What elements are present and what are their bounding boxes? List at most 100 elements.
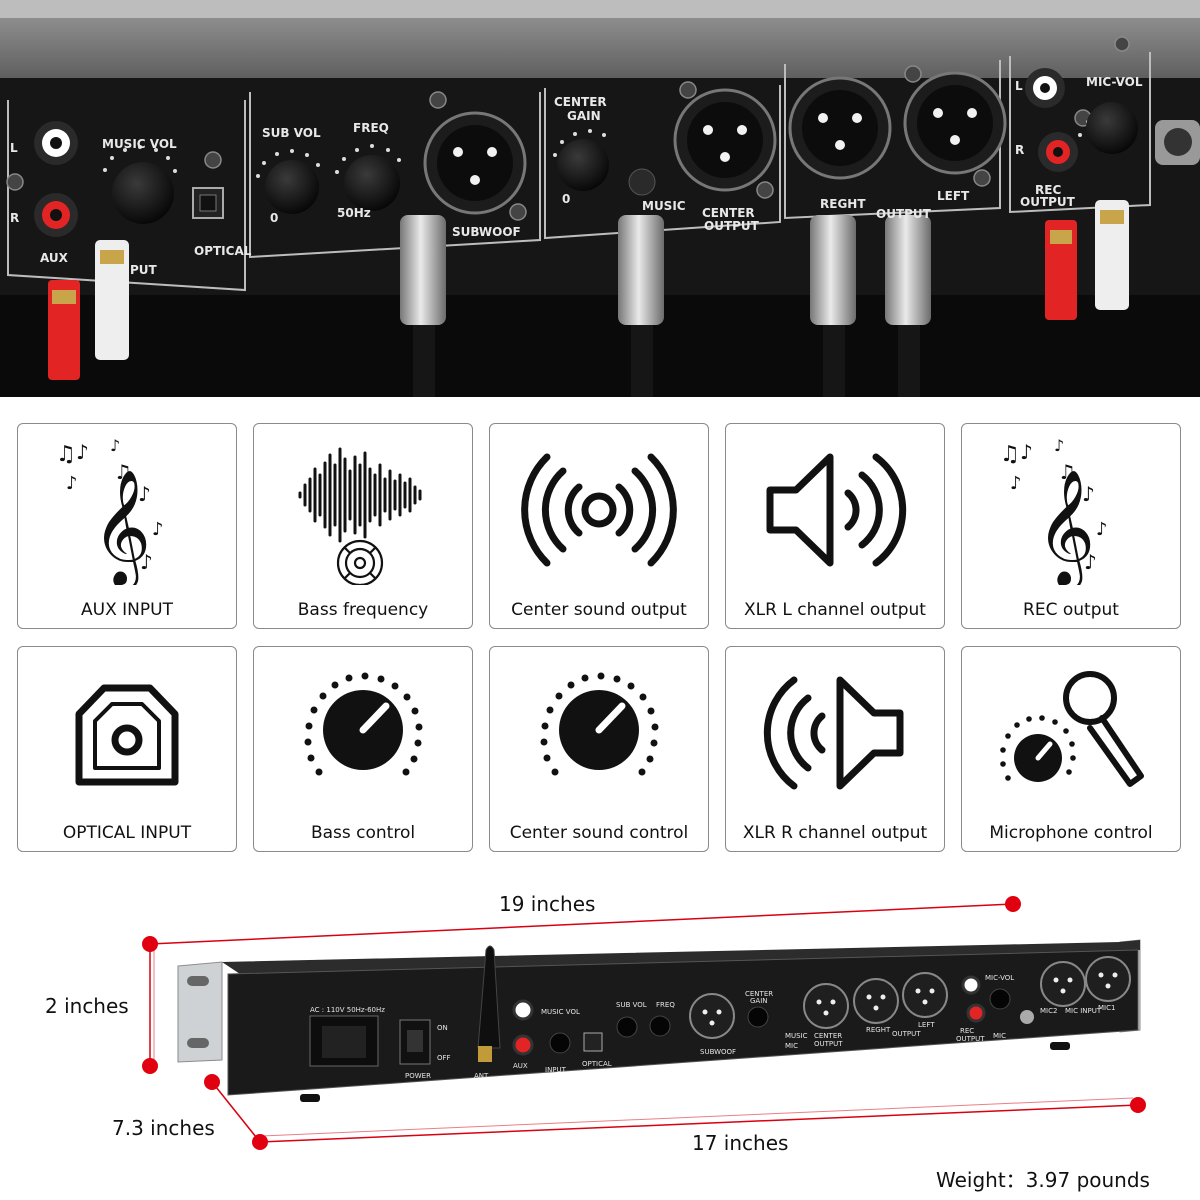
label-zero-subvol: 0: [270, 211, 278, 225]
label-optical: OPTICAL: [194, 244, 252, 258]
marker-dot: [1005, 896, 1021, 912]
feature-card-bass-control: Bass control: [253, 646, 473, 852]
label-input: PUT: [130, 263, 158, 277]
knob-icon: [490, 653, 708, 813]
svg-text:♫: ♫: [1058, 460, 1076, 484]
device-label-on: ON: [437, 1024, 448, 1032]
marker-dot: [252, 1134, 268, 1150]
width-label: 19 inches: [499, 892, 596, 916]
device-label-ac: AC : 110V 50Hz-60Hz: [310, 1006, 385, 1014]
feature-label-bass-control: Bass control: [310, 823, 416, 843]
feature-card-optical-input: OPTICAL INPUT: [17, 646, 237, 852]
feature-card-microphone-control: Microphone control: [961, 646, 1181, 852]
feature-card-xlr-l-output: XLR L channel output: [725, 423, 945, 629]
feature-card-rec-output: 𝄞 ♫ ♪ ♫ ♪ ♪ ♪ ♪ ♪ REC output: [961, 423, 1181, 629]
device-label-input: INPUT: [545, 1066, 567, 1074]
device-label-subwoof: SUBWOOF: [700, 1048, 736, 1056]
svg-text:𝄞: 𝄞: [1036, 468, 1095, 585]
device-label-reght: REGHT: [866, 1026, 891, 1034]
feature-label-rec-output: REC output: [1023, 600, 1119, 620]
feature-label-center-sound-output: Center sound output: [511, 600, 687, 620]
speaker-right-icon: [726, 653, 944, 813]
device-rear-panel: AC : 110V 50Hz-60Hz POWER ON OFF ANT AUX…: [177, 939, 1141, 1102]
device-label-center-gain-1: CENTER: [745, 990, 773, 998]
height-label: 2 inches: [45, 994, 129, 1018]
label-freq: FREQ: [353, 121, 389, 135]
svg-text:♪: ♪: [110, 436, 120, 455]
svg-text:♪: ♪: [1084, 550, 1097, 574]
device-label-freq: FREQ: [656, 1001, 675, 1009]
device-label-music: MUSIC: [785, 1032, 808, 1040]
device-label-aux: AUX: [513, 1062, 528, 1070]
label-music-vol: MUSIC VOL: [102, 137, 177, 151]
device-label-mic-input: MIC INPUT: [1065, 1007, 1102, 1015]
feature-label-optical-input: OPTICAL INPUT: [62, 823, 192, 843]
svg-text:♪: ♪: [1082, 482, 1095, 506]
microphone-knob-icon: [962, 653, 1180, 813]
device-label-off: OFF: [437, 1054, 451, 1062]
music-notes-icon: 𝄞 ♫ ♪ ♫ ♪ ♪ ♪ ♪ ♪: [18, 430, 236, 590]
svg-text:♫: ♫: [114, 460, 132, 484]
device-label-rec-output-1: REC: [960, 1027, 974, 1035]
feature-card-aux-input: 𝄞 ♫ ♪ ♫ ♪ ♪ ♪ ♪ ♪ AUX INPUT: [17, 423, 237, 629]
label-sub-vol: SUB VOL: [262, 126, 321, 140]
waveform-speaker-icon: [254, 430, 472, 590]
marker-dot: [1130, 1097, 1146, 1113]
device-label-center-gain-2: GAIN: [750, 997, 768, 1005]
svg-text:♪: ♪: [140, 550, 153, 574]
svg-text:𝄞: 𝄞: [92, 468, 151, 585]
feature-card-center-sound-control: Center sound control: [489, 646, 709, 852]
feature-card-center-sound-output: Center sound output: [489, 423, 709, 629]
marker-dot: [142, 936, 158, 952]
feature-label-xlr-r-output: XLR R channel output: [742, 823, 928, 843]
device-label-sub-vol: SUB VOL: [616, 1001, 647, 1009]
label-zero-center: 0: [562, 192, 570, 206]
device-label-mic-2: MIC: [993, 1032, 1006, 1040]
svg-text:♫: ♫: [56, 442, 76, 467]
label-center-gain-2: GAIN: [567, 109, 601, 123]
feature-label-aux-input: AUX INPUT: [81, 600, 173, 620]
device-label-rec-output-2: OUTPUT: [956, 1035, 985, 1043]
label-center-output-2: OUTPUT: [704, 219, 760, 233]
device-label-mic2: MIC2: [1040, 1007, 1057, 1015]
label-l: L: [10, 141, 18, 155]
label-aux: AUX: [40, 251, 69, 265]
device-label-mic1: MIC1: [1098, 1004, 1115, 1012]
feature-label-center-sound-control: Center sound control: [509, 823, 689, 843]
svg-text:♪: ♪: [1010, 473, 1022, 494]
device-label-music-vol: MUSIC VOL: [541, 1008, 580, 1016]
feature-label-bass-frequency: Bass frequency: [297, 600, 429, 620]
rear-panel-photo: MUSIC VOL SUB VOL FREQ CENTER GAIN MIC-V…: [0, 0, 1200, 397]
label-rec-output-1: REC: [1035, 183, 1061, 197]
svg-text:♪: ♪: [138, 482, 151, 506]
label-output: OUTPUT: [876, 207, 932, 221]
depth-label: 7.3 inches: [112, 1116, 215, 1140]
device-label-mic-vol: MIC-VOL: [985, 974, 1014, 982]
label-mic-vol: MIC-VOL: [1086, 75, 1143, 89]
svg-text:♪: ♪: [1020, 440, 1033, 464]
label-r: R: [10, 211, 19, 225]
marker-dot: [204, 1074, 220, 1090]
device-label-left: LEFT: [918, 1021, 935, 1029]
label-l-2: L: [1015, 79, 1023, 93]
device-label-center-output-2: OUTPUT: [814, 1040, 843, 1048]
dimensions-section: AC : 110V 50Hz-60Hz POWER ON OFF ANT AUX…: [0, 870, 1200, 1200]
label-subwoof: SUBWOOF: [452, 225, 521, 239]
feature-label-microphone-control: Microphone control: [989, 823, 1153, 843]
device-label-mic: MIC: [785, 1042, 798, 1050]
label-r-2: R: [1015, 143, 1024, 157]
body-width-label: 17 inches: [692, 1131, 789, 1155]
device-label-ant: ANT: [474, 1072, 489, 1080]
knob-icon: [254, 653, 472, 813]
label-50hz: 50Hz: [337, 206, 371, 220]
label-center-gain-1: CENTER: [554, 95, 607, 109]
svg-text:♪: ♪: [1054, 436, 1064, 455]
speaker-left-icon: [726, 430, 944, 590]
svg-text:♫: ♫: [1000, 442, 1020, 467]
device-label-power: POWER: [405, 1072, 431, 1080]
device-label-output: OUTPUT: [892, 1030, 921, 1038]
feature-card-bass-frequency: Bass frequency: [253, 423, 473, 629]
label-center-output-1: CENTER: [702, 206, 755, 220]
label-rec-output-2: OUTPUT: [1020, 195, 1076, 209]
svg-text:♪: ♪: [152, 519, 164, 540]
